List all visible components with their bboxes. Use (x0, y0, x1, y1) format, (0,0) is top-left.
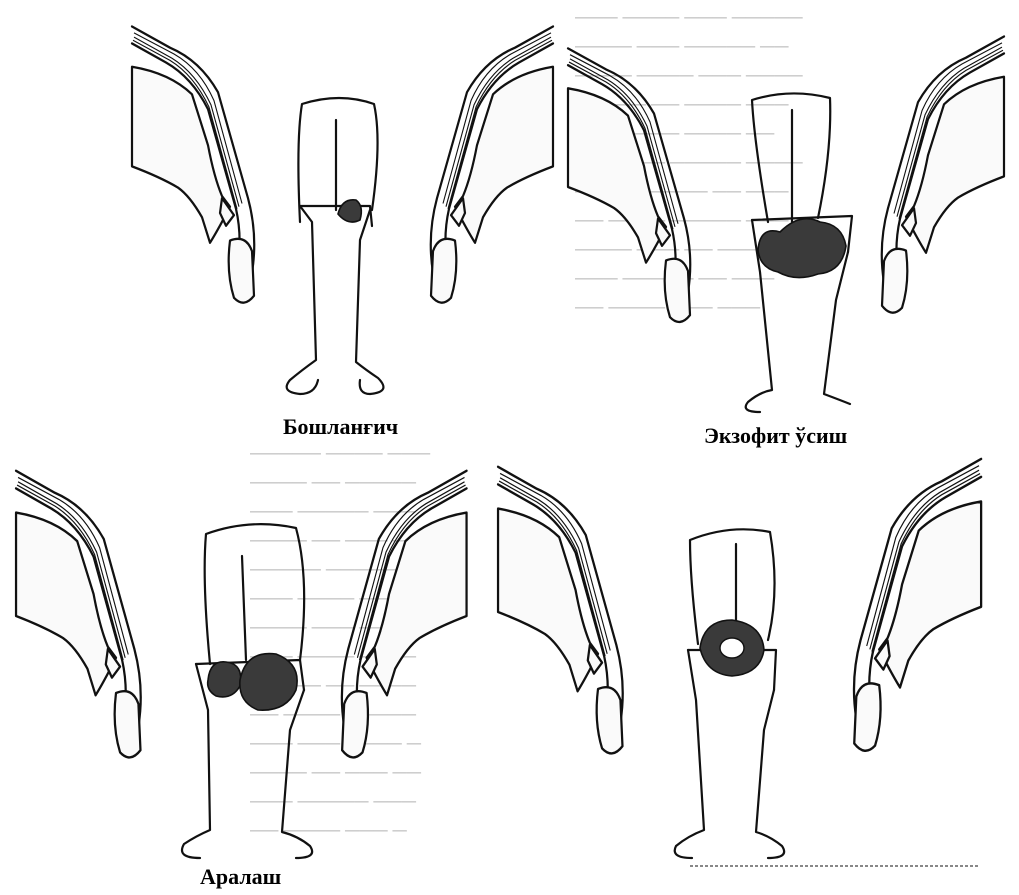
caption-initial: Бошланғич (283, 414, 398, 440)
central-canal (287, 98, 384, 394)
left-bone-structure (132, 26, 254, 302)
left-bone-structure (16, 471, 141, 758)
panel-exophytic (568, 36, 1004, 412)
central-canal (746, 93, 852, 412)
caption-exophytic: Экзофит ўсиш (704, 423, 847, 449)
panel-initial (132, 26, 553, 394)
right-bone-structure (882, 36, 1004, 312)
caption-mixed: Аралаш (200, 864, 281, 890)
right-bone-structure (342, 471, 467, 758)
left-bone-structure (568, 48, 690, 322)
right-bone-structure (854, 459, 981, 751)
left-bone-structure (498, 467, 623, 754)
central-canal (182, 524, 312, 858)
panel-mixed (16, 471, 467, 858)
panel-fourth (498, 459, 981, 866)
right-bone-structure (431, 26, 553, 302)
